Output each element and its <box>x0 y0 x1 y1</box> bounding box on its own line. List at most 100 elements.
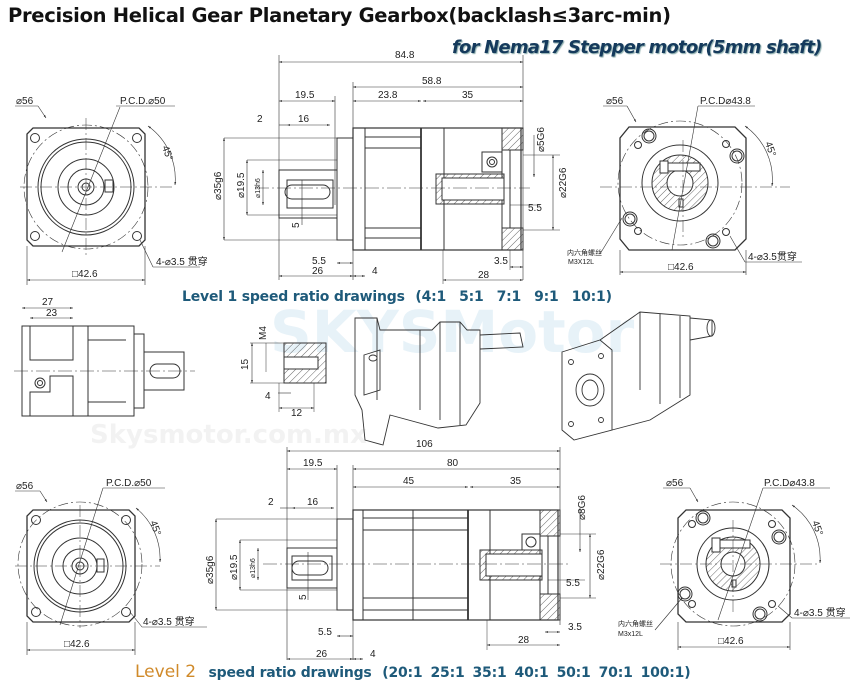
l2-adapter-length: 28 <box>518 635 530 646</box>
ratio-item: 5:1 <box>459 289 484 305</box>
l2-front-holes: 4-⌀3.5 贯穿 <box>143 615 195 628</box>
l2-front-square: □42.6 <box>64 639 90 650</box>
ratio-item: 9:1 <box>534 289 559 305</box>
l2-front-outer-dia: ⌀56 <box>16 481 34 492</box>
l1-front-section: 23.8 <box>378 90 398 101</box>
l1-input-bore: ⌀5G6 <box>536 127 547 152</box>
l1-key-width: 5 <box>291 222 302 228</box>
l1-adapter-length: 28 <box>478 270 490 281</box>
level2-front-view <box>15 487 207 655</box>
top-dim-a: 27 <box>42 297 54 308</box>
top-dim-b: 23 <box>46 308 58 319</box>
l2-rear-angle: 45° <box>809 519 825 537</box>
ratio-item: 10:1) <box>571 289 612 305</box>
l1-clamp-offset: 5.5 <box>528 203 542 214</box>
l2-shaft-length: 19.5 <box>303 458 323 469</box>
l1-shoulder-dia: ⌀19.5 <box>236 172 247 198</box>
ratio-item: 100:1) <box>640 665 691 681</box>
l1-collar: 4 <box>372 266 378 277</box>
ratio-item: 50:1 <box>556 665 591 681</box>
level2-label: Level 2 <box>135 662 197 682</box>
l1-input-pilot: ⌀22G6 <box>558 167 569 198</box>
l2-clamp-offset: 5.5 <box>566 578 580 589</box>
l2-rear-section: 35 <box>510 476 522 487</box>
l2-input-pilot: ⌀22G6 <box>596 549 607 580</box>
page-title: Precision Helical Gear Planetary Gearbox… <box>8 4 671 27</box>
isometric-view-2 <box>561 311 716 441</box>
ratio-item: 25:1 <box>430 665 465 681</box>
l2-collar: 4 <box>370 649 376 660</box>
thread-detail <box>250 342 327 412</box>
l2-screw-note-1: 内六角螺丝 <box>618 619 653 628</box>
l1-shaft-dia: ⌀13h6 <box>255 178 262 198</box>
watermark-site: Skysmotor.com.mx <box>90 420 367 450</box>
l1-front-outer-dia: ⌀56 <box>16 96 34 107</box>
l2-screw-note-2: M3x12L <box>618 631 643 638</box>
l2-front-pcd: P.C.D.⌀50 <box>106 478 152 489</box>
watermark-brand: SKYSMotor <box>270 298 635 366</box>
l2-flange-thick: 5.5 <box>318 627 332 638</box>
ratio-item: 70:1 <box>598 665 633 681</box>
ratio-item: 40:1 <box>514 665 549 681</box>
level2-side-view <box>215 447 596 660</box>
l2-rear-holes: 4-⌀3.5 贯穿 <box>794 606 846 619</box>
l1-rear-pcd: P.C.D⌀43.8 <box>700 96 751 107</box>
l1-flange-thick: 5.5 <box>312 256 326 267</box>
level1-side-view <box>223 55 560 284</box>
l1-front-pcd: P.C.D.⌀50 <box>120 96 166 107</box>
l1-screw-note-2: M3X12L <box>568 259 594 266</box>
l2-shaft-total: 26 <box>316 649 328 660</box>
l1-shaft-total: 26 <box>312 266 324 277</box>
l1-rear-section: 35 <box>462 90 474 101</box>
l2-rear-outer-dia: ⌀56 <box>666 478 684 489</box>
l1-rear-depth: 3.5 <box>494 256 508 267</box>
l2-front-angle: 45° <box>147 519 163 537</box>
l1-screw-note-1: 内六角螺丝 <box>567 248 602 257</box>
l1-body-length: 58.8 <box>422 76 442 87</box>
level1-rear-view <box>599 105 802 275</box>
l1-shaft-step: 2 <box>257 114 263 125</box>
thread-height: 15 <box>240 358 251 370</box>
l2-body-length: 80 <box>447 458 459 469</box>
l2-key-width: 5 <box>298 594 309 600</box>
l2-input-bore: ⌀8G6 <box>577 495 588 520</box>
level2-ratios: (20:1 25:1 35:1 40:1 50:1 70:1 100:1) <box>382 665 698 681</box>
l1-rear-outer-dia: ⌀56 <box>606 96 624 107</box>
thread-spec: M4 <box>258 326 269 340</box>
l1-front-holes: 4-⌀3.5 贯穿 <box>156 255 208 268</box>
level2-rear-view <box>654 487 850 650</box>
level1-front-view <box>15 105 200 285</box>
page-subtitle: for Nema17 Stepper motor(5mm shaft) <box>452 37 822 58</box>
l2-shaft-step: 2 <box>268 497 274 508</box>
thread-depth: 4 <box>265 391 271 402</box>
l2-rear-square: □42.6 <box>718 636 744 647</box>
thread-length: 12 <box>291 408 303 419</box>
l2-pilot-dia: ⌀35g6 <box>205 555 216 584</box>
ratio-item: (4:1 <box>415 289 447 305</box>
level1-caption: Level 1 speed ratio drawings (4:1 5:1 7:1 9… <box>182 289 625 305</box>
level1-ratios: (4:1 5:1 7:1 9:1 10:1) <box>415 289 624 305</box>
ratio-item: 7:1 <box>496 289 522 305</box>
l1-rear-square: □42.6 <box>668 262 694 273</box>
l2-rear-pcd: P.C.D⌀43.8 <box>764 478 815 489</box>
isometric-view-1 <box>354 317 524 446</box>
level1-top-view <box>14 307 195 417</box>
l1-front-angle: 45° <box>159 144 175 162</box>
l2-shoulder-dia: ⌀19.5 <box>229 554 240 580</box>
ratio-item: (20:1 <box>382 665 423 681</box>
l2-key-length: 16 <box>307 497 319 508</box>
l2-shaft-dia: ⌀13h6 <box>250 558 257 578</box>
l1-front-square: □42.6 <box>72 269 98 280</box>
l1-pilot-dia: ⌀35g6 <box>213 171 224 200</box>
level1-caption-text: Level 1 speed ratio drawings <box>182 289 405 305</box>
ratio-item: 35:1 <box>472 665 507 681</box>
l2-front-section: 45 <box>403 476 415 487</box>
l1-shaft-length: 19.5 <box>295 90 315 101</box>
l1-rear-angle: 45° <box>762 140 778 158</box>
l1-overall-length: 84.8 <box>395 50 415 61</box>
l2-rear-depth: 3.5 <box>568 622 582 633</box>
l2-overall-length: 106 <box>416 439 433 450</box>
l1-rear-holes: 4-⌀3.5贯穿 <box>748 250 797 263</box>
